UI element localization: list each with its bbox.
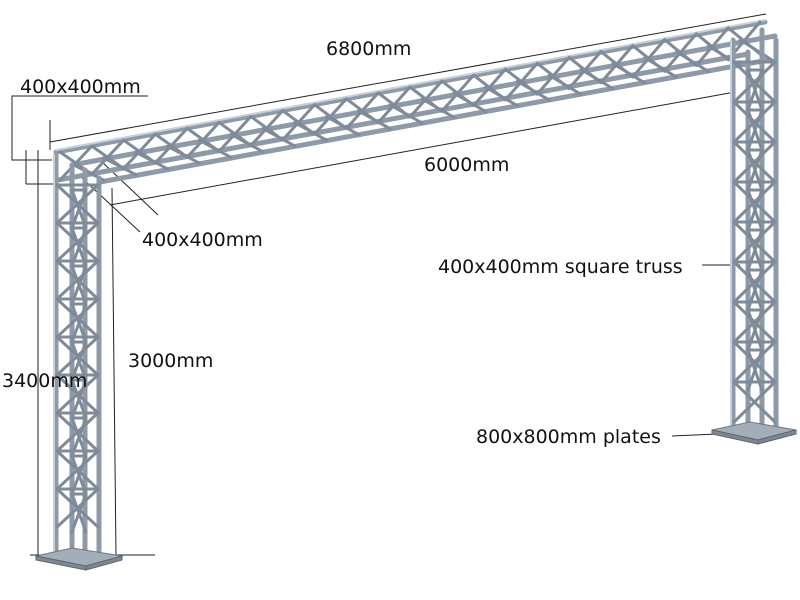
truss-brace — [452, 91, 488, 114]
truss-brace — [535, 55, 571, 96]
truss-brace — [420, 97, 456, 119]
truss-brace — [185, 120, 221, 159]
truss-brace — [732, 260, 777, 304]
truss-brace — [134, 150, 169, 171]
truss-brace — [70, 454, 88, 496]
label-truss-type: 400x400mm square truss — [438, 256, 683, 278]
truss-brace — [732, 140, 777, 184]
truss-brace — [732, 180, 777, 224]
truss-brace — [746, 348, 764, 392]
truss-brace — [732, 380, 777, 424]
truss-brace — [70, 302, 88, 344]
truss-brace — [249, 109, 285, 148]
label-base-plates: 800x800mm plates — [476, 426, 661, 448]
truss-brace — [746, 188, 764, 232]
truss-brace — [376, 85, 412, 125]
truss-brace — [732, 100, 777, 144]
left-tower — [35, 152, 123, 571]
truss-brace — [746, 108, 764, 152]
truss-brace — [503, 61, 539, 102]
label-section-corner: 400x400mm — [142, 229, 263, 251]
truss-brace — [217, 115, 253, 153]
truss-brace — [70, 416, 88, 458]
truss-brace — [746, 68, 764, 112]
truss-brace — [643, 56, 679, 79]
truss-brace — [70, 264, 88, 306]
truss-brace — [579, 67, 615, 91]
truss-brace — [229, 132, 265, 154]
truss-brace — [261, 127, 297, 148]
truss-brace — [70, 492, 88, 534]
truss-brace — [515, 79, 551, 102]
label-overall-length: 6800mm — [326, 38, 412, 60]
truss-brace — [325, 115, 360, 136]
truss-brace — [165, 144, 201, 165]
truss-brace — [70, 188, 88, 230]
truss-brace — [746, 148, 764, 192]
truss-brace — [313, 97, 348, 136]
truss-brace — [356, 109, 392, 131]
truss-brace — [122, 132, 157, 171]
truss-brace — [102, 156, 138, 177]
truss-brace — [344, 91, 380, 130]
truss-brace — [746, 308, 764, 352]
label-section-top: 400x400mm — [20, 76, 141, 98]
truss-brace — [738, 38, 774, 62]
label-inner-length: 6000mm — [424, 154, 510, 176]
label-inner-height: 3000mm — [128, 350, 214, 372]
label-outer-height: 3400mm — [2, 370, 88, 392]
truss-brace — [675, 50, 710, 73]
truss-brace — [388, 103, 424, 125]
truss-brace — [408, 79, 444, 119]
truss-brace — [90, 138, 126, 176]
truss-brace — [746, 228, 764, 272]
truss-brace — [58, 144, 94, 182]
truss-brace — [732, 340, 777, 384]
truss-brace — [567, 50, 603, 90]
truss-brace — [732, 300, 777, 344]
truss-brace — [472, 67, 507, 108]
truss-brace — [732, 220, 777, 264]
truss-brace — [70, 226, 88, 268]
truss-brace — [484, 85, 519, 108]
truss-brace — [70, 378, 88, 420]
truss-brace — [153, 126, 189, 165]
truss-brace — [611, 62, 647, 85]
truss-brace — [732, 60, 777, 104]
truss-brace — [599, 44, 635, 85]
overhead-truss-beam — [53, 19, 778, 185]
truss-brace — [293, 121, 329, 142]
truss-brace — [281, 103, 317, 142]
truss-brace — [547, 73, 583, 96]
truss-brace — [70, 340, 88, 382]
right-tower — [711, 27, 797, 445]
truss-brace — [197, 138, 233, 159]
truss-brace — [746, 268, 764, 312]
truss-brace — [440, 73, 476, 113]
